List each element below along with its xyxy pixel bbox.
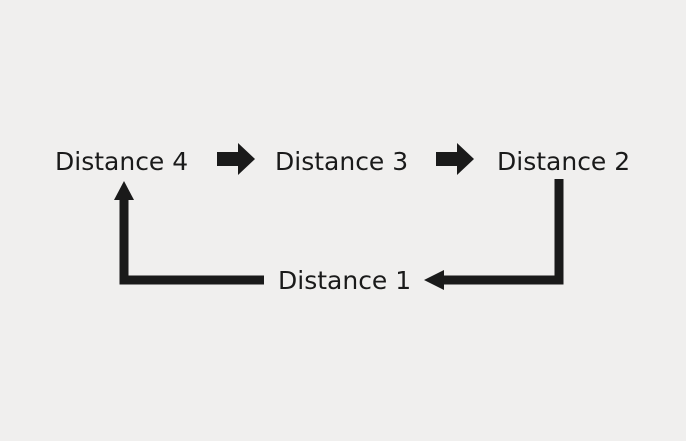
connector-d2-to-d1 xyxy=(442,179,564,285)
connector-d1-to-d4 xyxy=(119,198,264,285)
node-distance-1: Distance 1 xyxy=(278,266,412,295)
node-distance-4: Distance 4 xyxy=(55,147,189,176)
arrow-d4-to-d3 xyxy=(217,143,255,175)
arrow-d3-to-d2 xyxy=(436,143,474,175)
node-distance-3: Distance 3 xyxy=(275,147,409,176)
node-distance-2: Distance 2 xyxy=(497,147,631,176)
arrowhead-d2-to-d1 xyxy=(424,270,444,290)
arrowhead-d1-to-d4 xyxy=(114,181,134,200)
